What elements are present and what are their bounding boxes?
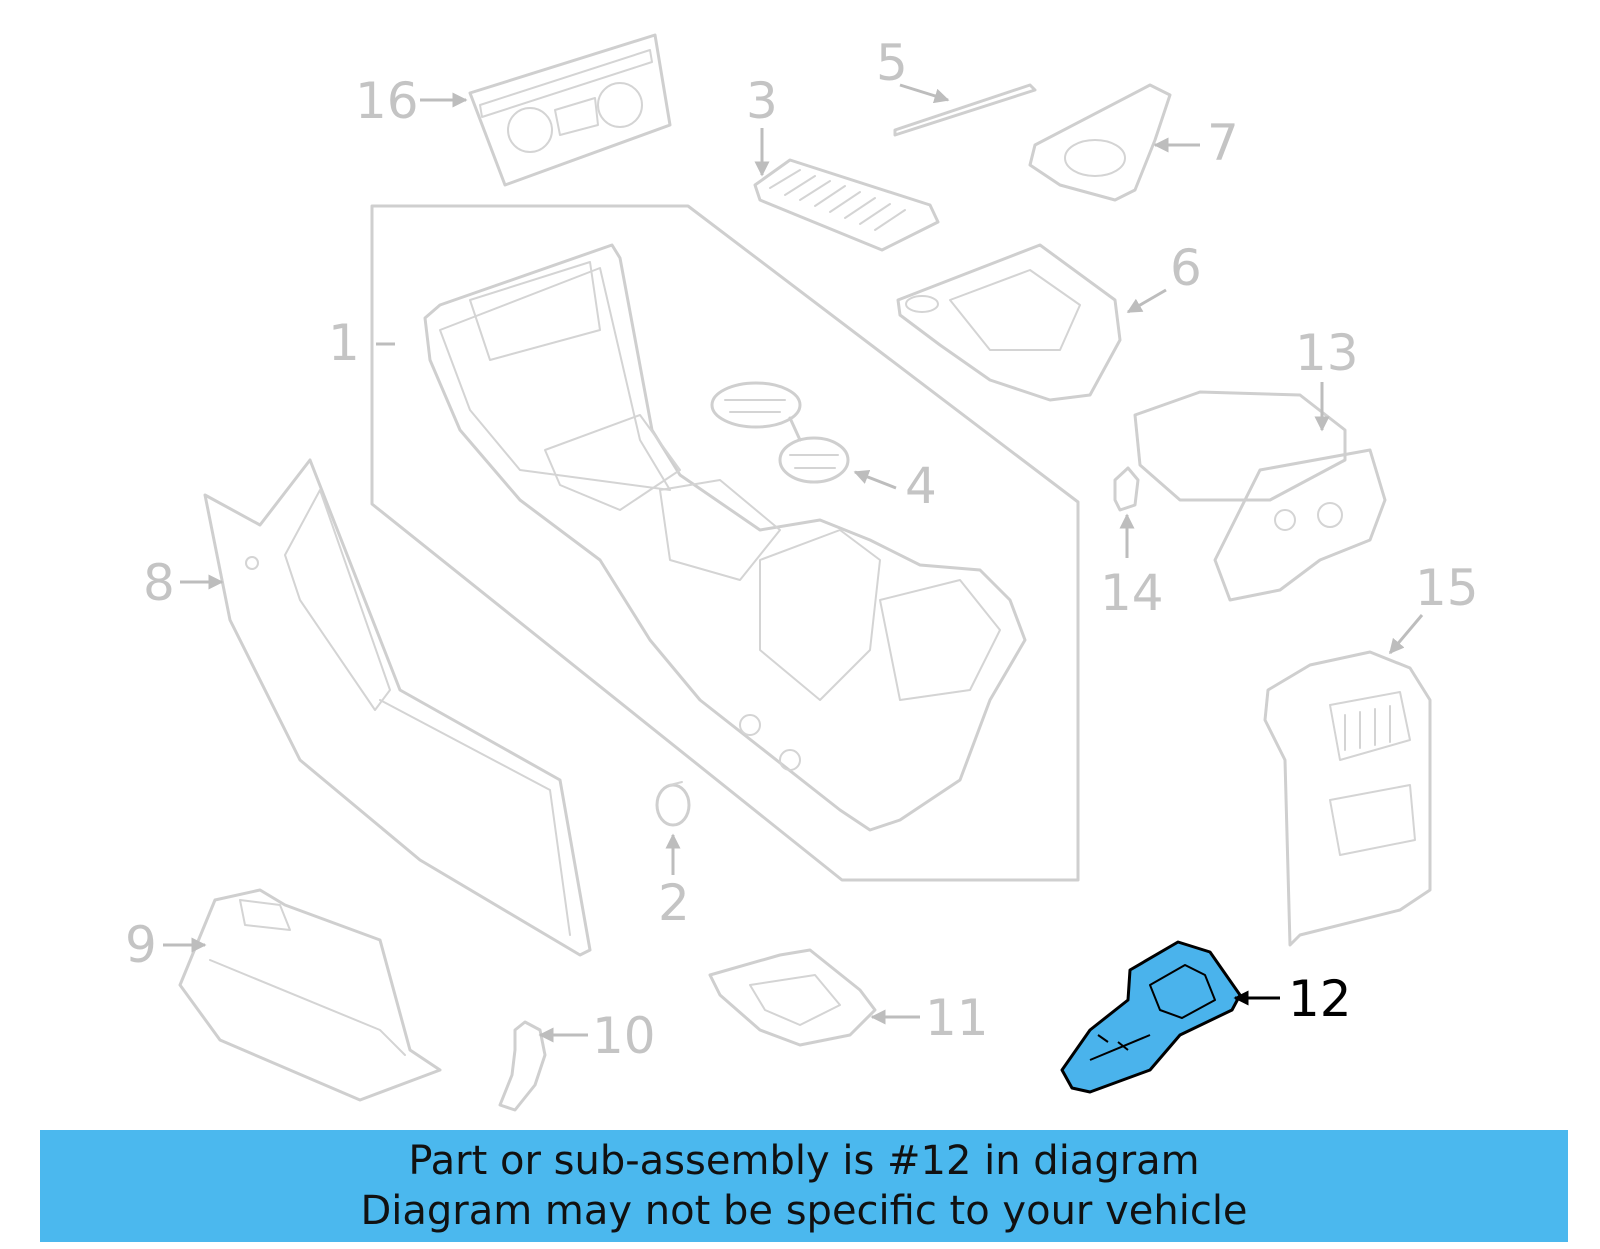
part-6-console-top xyxy=(896,243,1122,402)
part-9-storage-bin xyxy=(178,888,442,1102)
part-16-control-panel xyxy=(468,33,672,187)
console-assembly-outline xyxy=(370,204,1080,882)
part-15-rear-vent xyxy=(1263,650,1432,947)
callout-5[interactable]: 5 xyxy=(876,34,908,92)
part-7-bezel xyxy=(1028,83,1172,202)
part-14-clip xyxy=(1113,466,1140,512)
callout-3[interactable]: 3 xyxy=(746,72,778,130)
part-13-armrest xyxy=(1133,390,1387,602)
part-1-center-console xyxy=(423,243,1027,832)
callout-11[interactable]: 11 xyxy=(925,989,989,1047)
callout-14[interactable]: 14 xyxy=(1100,564,1164,622)
part-5-trim-strip xyxy=(893,83,1037,137)
part-4-cupholder-mat xyxy=(710,381,850,484)
callout-1[interactable]: 1 xyxy=(328,314,360,372)
info-banner: Part or sub-assembly is #12 in diagram D… xyxy=(40,1130,1568,1242)
part-10-bracket xyxy=(498,1020,547,1112)
part-8-side-panel xyxy=(203,458,592,957)
part-12-duct-highlighted xyxy=(1060,940,1242,1094)
callout-labels: 1 2 3 4 5 6 7 8 9 10 11 12 13 14 15 16 xyxy=(125,34,1479,1065)
callout-13[interactable]: 13 xyxy=(1295,324,1359,382)
callout-7[interactable]: 7 xyxy=(1207,114,1239,172)
callout-6[interactable]: 6 xyxy=(1170,239,1202,297)
part-3-mat xyxy=(753,158,940,252)
callout-8[interactable]: 8 xyxy=(143,554,175,612)
leader-lines xyxy=(163,83,1424,1043)
banner-disclaimer-line: Diagram may not be specific to your vehi… xyxy=(360,1188,1248,1234)
callout-9[interactable]: 9 xyxy=(125,916,157,974)
banner-part-line: Part or sub-assembly is #12 in diagram xyxy=(408,1138,1200,1184)
part-2-clip xyxy=(655,781,691,827)
callout-2[interactable]: 2 xyxy=(658,874,690,932)
parts-diagram: 1 2 3 4 5 6 7 8 9 10 11 12 13 14 15 16 xyxy=(125,33,1479,1112)
callout-16[interactable]: 16 xyxy=(355,72,419,130)
callout-4[interactable]: 4 xyxy=(905,457,937,515)
callout-10[interactable]: 10 xyxy=(592,1007,656,1065)
callout-12[interactable]: 12 xyxy=(1288,970,1352,1028)
part-11-mounting-plate xyxy=(708,948,877,1047)
callout-15[interactable]: 15 xyxy=(1415,559,1479,617)
